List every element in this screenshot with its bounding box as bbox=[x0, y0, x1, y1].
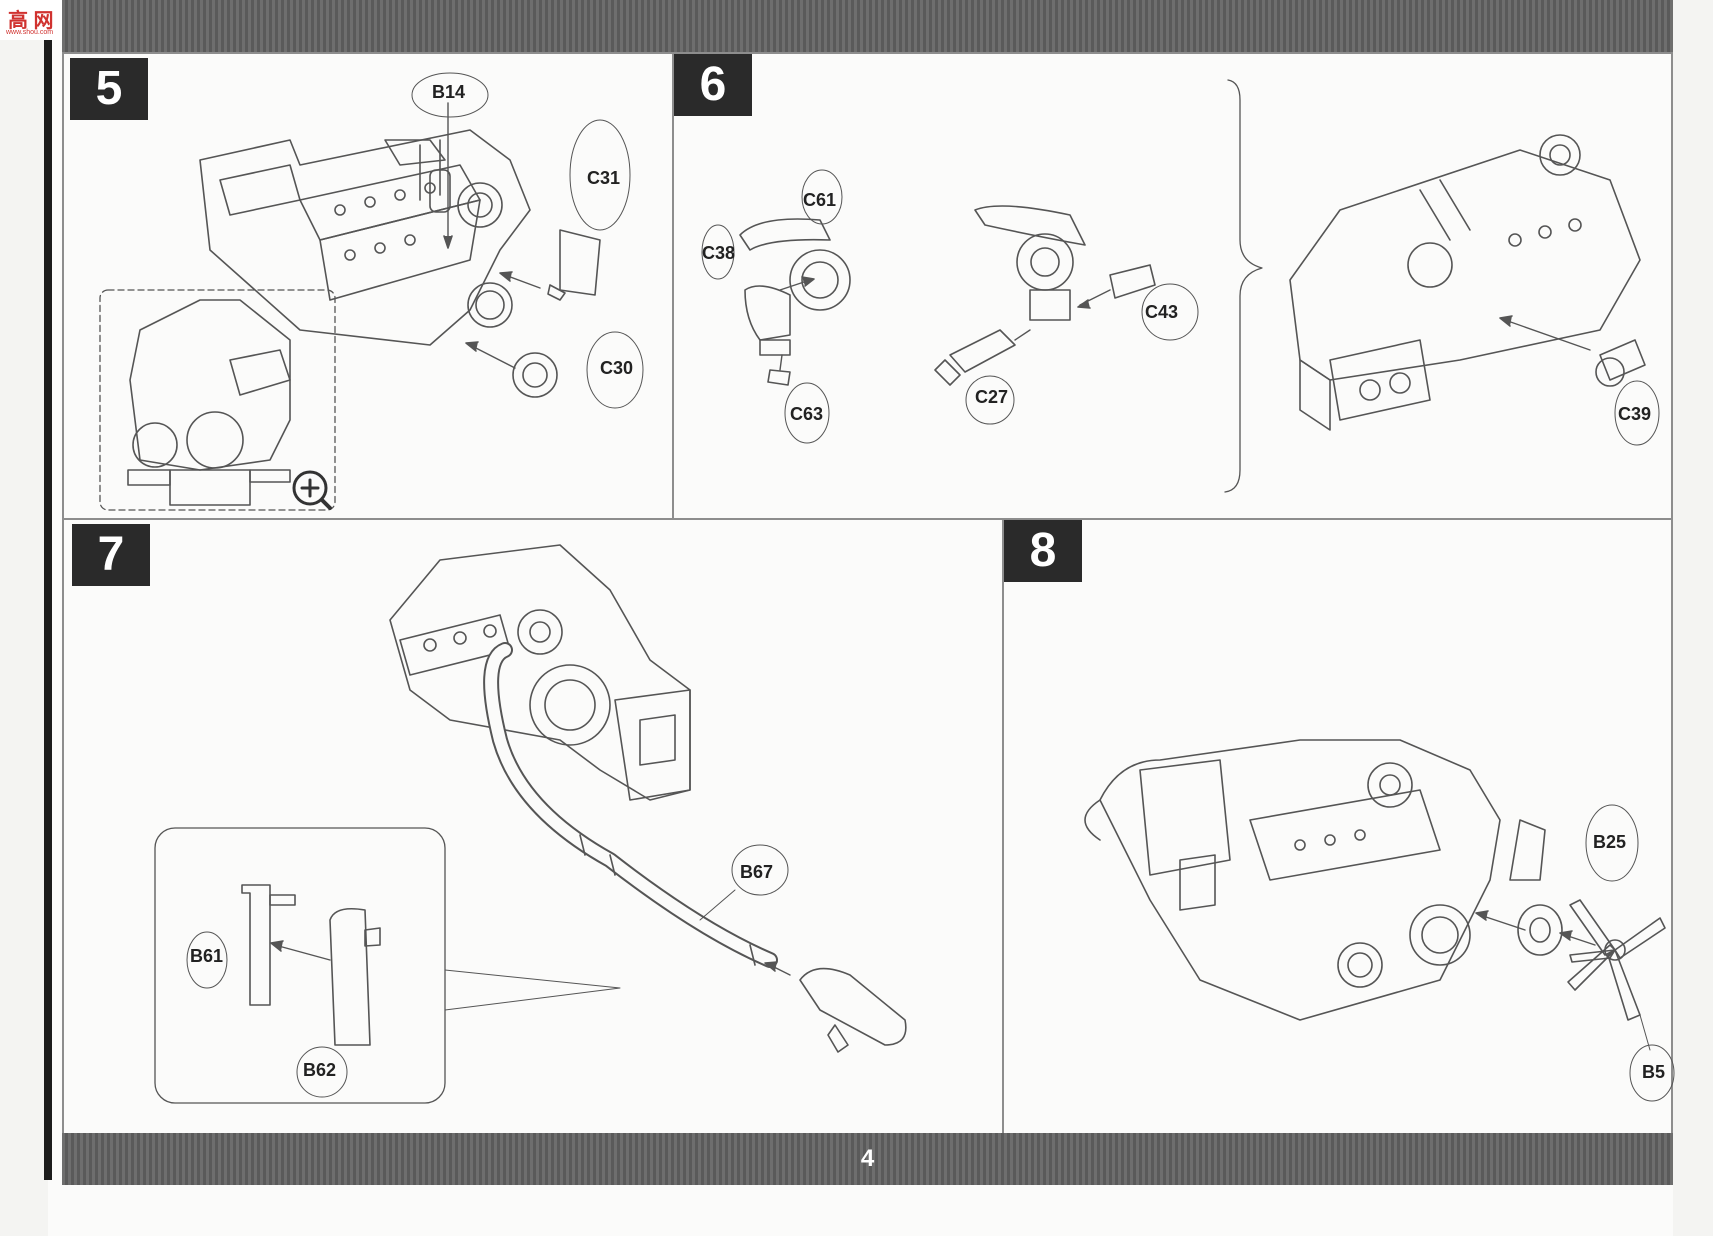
part-label-b5: B5 bbox=[1642, 1062, 1666, 1082]
part-label-b14: B14 bbox=[432, 82, 466, 102]
frame-middle bbox=[62, 518, 1673, 520]
part-label-c63: C63 bbox=[790, 404, 824, 424]
top-header-bar bbox=[62, 0, 1673, 52]
part-label-b62: B62 bbox=[303, 1060, 337, 1080]
step8-fan-drawing bbox=[1567, 899, 1666, 1021]
page-number: 4 bbox=[860, 1145, 875, 1172]
step6-engine-drawing bbox=[1289, 134, 1641, 431]
part-label-c31: C31 bbox=[587, 168, 621, 188]
step6-turbo-left bbox=[739, 218, 851, 386]
part-label-c43: C43 bbox=[1145, 302, 1179, 322]
part-label-b61: B61 bbox=[190, 946, 224, 966]
frame-left bbox=[62, 52, 64, 1133]
binding-edge bbox=[44, 40, 52, 1180]
part-label-b25: B25 bbox=[1593, 832, 1627, 852]
part-label-b67: B67 bbox=[740, 862, 774, 882]
step7-inset-drawing bbox=[241, 884, 381, 1046]
step-8-badge: 8 bbox=[1004, 520, 1082, 582]
part-label-c39: C39 bbox=[1618, 404, 1652, 424]
brand-text: 高 网 bbox=[8, 10, 54, 32]
divider-step7-step8 bbox=[1002, 518, 1004, 1133]
frame-top bbox=[62, 52, 1673, 54]
step6-turbo-middle bbox=[934, 205, 1156, 386]
part-label-c27: C27 bbox=[975, 387, 1009, 407]
step8-engine-drawing bbox=[1084, 739, 1546, 1021]
brand-logo: 高 网 www.shou.com bbox=[0, 0, 72, 40]
bottom-footer-bar: 4 bbox=[62, 1133, 1673, 1185]
step-7-badge: 7 bbox=[72, 524, 150, 586]
step-6-badge: 6 bbox=[674, 54, 752, 116]
step5-inset-drawing bbox=[127, 299, 291, 506]
step-5-badge: 5 bbox=[70, 58, 148, 120]
instruction-page bbox=[48, 0, 1673, 1236]
frame-right bbox=[1671, 52, 1673, 1133]
step7-engine-drawing bbox=[389, 544, 691, 801]
part-label-c30: C30 bbox=[600, 358, 634, 378]
brand-url: www.shou.com bbox=[6, 29, 54, 36]
part-label-c61: C61 bbox=[803, 190, 837, 210]
step5-engine-drawing bbox=[199, 129, 531, 346]
part-label-c38: C38 bbox=[702, 243, 736, 263]
divider-step5-step6 bbox=[672, 52, 674, 520]
